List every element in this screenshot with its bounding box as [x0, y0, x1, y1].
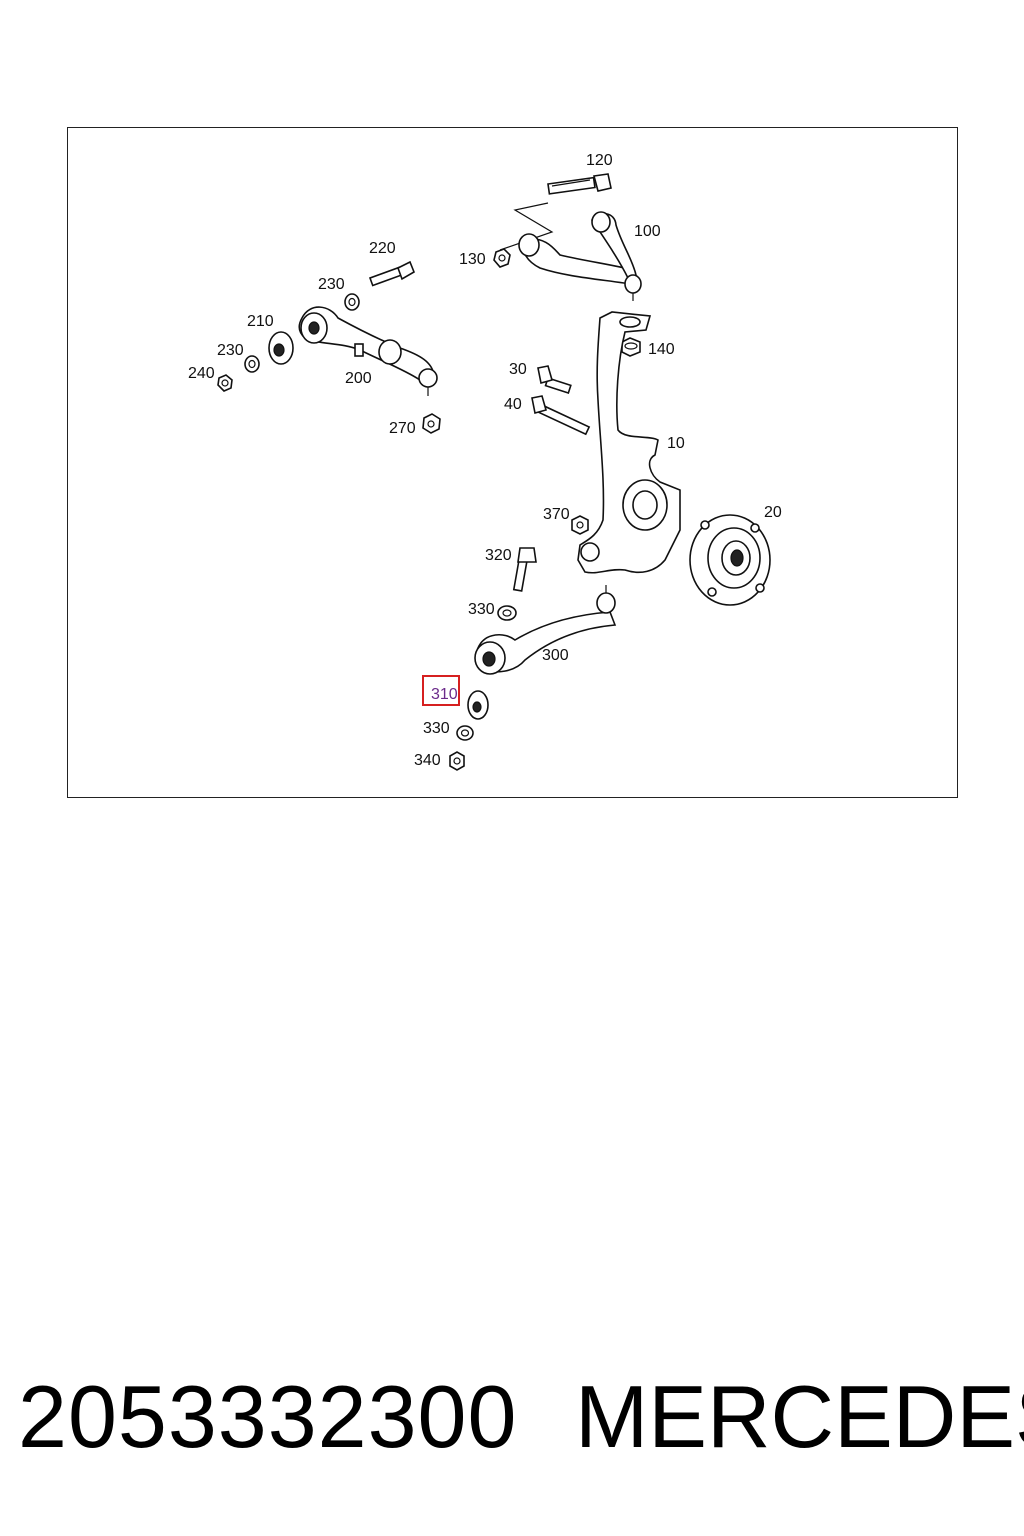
part-120-bolt[interactable] [547, 173, 612, 195]
callout-320: 320 [485, 547, 512, 564]
part-200-lower-arm[interactable] [298, 306, 438, 396]
part-220-bolt[interactable] [368, 260, 415, 287]
part-30-bolt[interactable] [537, 365, 572, 395]
callout-120: 120 [586, 152, 613, 169]
part-130-nut[interactable] [493, 248, 511, 268]
callout-230-lower: 230 [217, 342, 244, 359]
part-10-knuckle[interactable] [577, 311, 681, 574]
part-240-nut[interactable] [217, 374, 233, 392]
product-footer: 2053332300 MERCEDES [0, 1366, 1024, 1476]
callout-30: 30 [509, 361, 527, 378]
callout-330-lower: 330 [423, 720, 450, 737]
callout-220: 220 [369, 240, 396, 257]
part-300-lower-arm[interactable] [474, 585, 617, 675]
part-210-bushing[interactable] [268, 331, 294, 365]
part-270-nut[interactable] [422, 413, 441, 434]
callout-300: 300 [542, 647, 569, 664]
callout-20: 20 [764, 504, 782, 521]
part-230-washer-lower[interactable] [244, 355, 260, 373]
callout-140: 140 [648, 341, 675, 358]
highlight-box-310[interactable] [422, 675, 460, 706]
part-330-washer-lower[interactable] [456, 725, 474, 741]
part-230-washer-upper[interactable] [344, 293, 360, 311]
part-20-wheel-hub[interactable] [689, 514, 771, 606]
part-40-bolt[interactable] [531, 395, 591, 436]
part-320-bolt[interactable] [512, 547, 537, 592]
part-number: 2053332300 [18, 1367, 518, 1466]
callout-200: 200 [345, 370, 372, 387]
callout-130: 130 [459, 251, 486, 268]
part-370-nut[interactable] [571, 515, 589, 535]
callout-10: 10 [667, 435, 685, 452]
brand-name: MERCEDES [575, 1367, 1024, 1466]
callout-240: 240 [188, 365, 215, 382]
callout-370: 370 [543, 506, 570, 523]
suspension-diagram: 120 100 130 220 230 210 230 240 200 140 … [188, 152, 782, 771]
callout-270: 270 [389, 420, 416, 437]
part-310-bushing[interactable] [467, 690, 489, 720]
callout-40: 40 [504, 396, 522, 413]
callout-310[interactable]: 310 [431, 686, 458, 703]
callout-210: 210 [247, 313, 274, 330]
part-140-nut[interactable] [621, 337, 641, 357]
part-330-washer-upper[interactable] [497, 605, 517, 621]
callout-330-upper: 330 [468, 601, 495, 618]
callout-340: 340 [414, 752, 441, 769]
part-100-upper-arm[interactable] [518, 211, 642, 301]
callout-230-upper: 230 [318, 276, 345, 293]
diagram-frame [67, 127, 958, 798]
callout-100: 100 [634, 223, 661, 240]
part-340-nut[interactable] [449, 751, 465, 771]
